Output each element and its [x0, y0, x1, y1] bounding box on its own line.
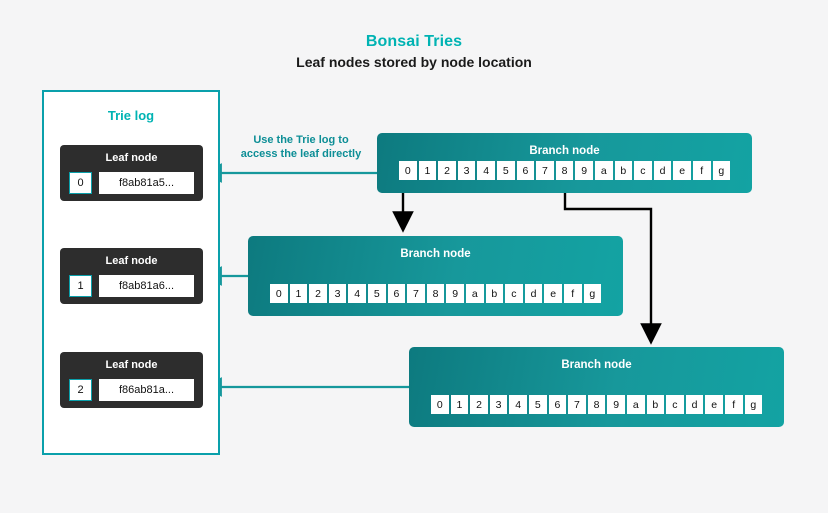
branch-cell-4[interactable]: 4	[477, 161, 495, 180]
branch-cell-g[interactable]: g	[712, 161, 731, 180]
leaf-node-row: 0 f8ab81a5...	[69, 172, 194, 194]
leaf-hash-box: f86ab81a...	[99, 379, 194, 401]
branch-cell-6[interactable]: 6	[387, 284, 406, 303]
branch-node-title: Branch node	[529, 145, 600, 157]
branch-cell-2[interactable]: 2	[309, 284, 327, 303]
branch-cell-0[interactable]: 0	[399, 161, 417, 180]
branch-cell-f[interactable]: f	[724, 395, 743, 414]
annotation-line-2: access the leaf directly	[240, 148, 362, 160]
leaf-node-row: 2 f86ab81a...	[69, 379, 194, 401]
branch-cell-a[interactable]: a	[594, 161, 613, 180]
branch-cell-2[interactable]: 2	[470, 395, 488, 414]
branch-cell-5[interactable]: 5	[528, 395, 547, 414]
branch-cell-a[interactable]: a	[626, 395, 645, 414]
branch-cell-c[interactable]: c	[634, 161, 652, 180]
branch-cell-5[interactable]: 5	[496, 161, 515, 180]
branch-node-title: Branch node	[400, 248, 471, 260]
leaf-node-row: 1 f8ab81a6...	[69, 275, 194, 297]
branch-cell-9[interactable]: 9	[607, 395, 625, 414]
annotation-line-1: Use the Trie log to	[253, 134, 349, 146]
branch-cell-e[interactable]: e	[673, 161, 691, 180]
branch-cell-8[interactable]: 8	[587, 395, 606, 414]
leaf-node-2[interactable]: Leaf node 2 f86ab81a...	[60, 352, 203, 408]
branch-cell-a[interactable]: a	[465, 284, 484, 303]
branch-cell-d[interactable]: d	[524, 284, 543, 303]
branch-cell-d[interactable]: d	[653, 161, 672, 180]
branch-cell-0[interactable]: 0	[270, 284, 288, 303]
branch-cell-6[interactable]: 6	[516, 161, 535, 180]
leaf-node-title: Leaf node	[105, 359, 158, 371]
branch-cell-3[interactable]: 3	[457, 161, 476, 180]
leaf-hash-box: f8ab81a6...	[99, 275, 194, 297]
branch-cell-7[interactable]: 7	[536, 161, 554, 180]
branch-cell-3[interactable]: 3	[328, 284, 347, 303]
branch-cell-8[interactable]: 8	[426, 284, 445, 303]
branch-cell-c[interactable]: c	[505, 284, 523, 303]
trie-log-annotation: Use the Trie log to access the leaf dire…	[225, 133, 377, 161]
branch-cell-d[interactable]: d	[685, 395, 704, 414]
branch-cell-4[interactable]: 4	[509, 395, 527, 414]
branch-cell-7[interactable]: 7	[568, 395, 586, 414]
branch-cell-e[interactable]: e	[705, 395, 723, 414]
branch-cell-e[interactable]: e	[544, 284, 562, 303]
branch-cell-f[interactable]: f	[692, 161, 711, 180]
branch-cell-2[interactable]: 2	[438, 161, 456, 180]
branch-cell-8[interactable]: 8	[555, 161, 574, 180]
branch-cell-7[interactable]: 7	[407, 284, 425, 303]
branch-cell-1[interactable]: 1	[289, 284, 308, 303]
leaf-index-box: 1	[69, 275, 92, 297]
leaf-node-title: Leaf node	[105, 152, 158, 164]
branch-cell-9[interactable]: 9	[446, 284, 464, 303]
branch-cell-9[interactable]: 9	[575, 161, 593, 180]
branch-cell-f[interactable]: f	[563, 284, 582, 303]
leaf-node-1[interactable]: Leaf node 1 f8ab81a6...	[60, 248, 203, 304]
branch-cell-g[interactable]: g	[744, 395, 763, 414]
branch-cell-0[interactable]: 0	[431, 395, 449, 414]
branch-cell-1[interactable]: 1	[450, 395, 469, 414]
branch-cell-1[interactable]: 1	[418, 161, 437, 180]
leaf-index-box: 0	[69, 172, 92, 194]
branch-cell-g[interactable]: g	[583, 284, 602, 303]
branch-node-title: Branch node	[561, 359, 632, 371]
page-subtitle: Leaf nodes stored by node location	[296, 54, 532, 70]
trie-log-title: Trie log	[107, 108, 155, 123]
leaf-node-0[interactable]: Leaf node 0 f8ab81a5...	[60, 145, 203, 201]
branch-cell-6[interactable]: 6	[548, 395, 567, 414]
page-title: Bonsai Tries	[365, 33, 463, 50]
branch-cell-b[interactable]: b	[614, 161, 633, 180]
branch-cell-c[interactable]: c	[666, 395, 684, 414]
branch-cell-4[interactable]: 4	[348, 284, 366, 303]
branch-cell-b[interactable]: b	[485, 284, 504, 303]
branch-cell-b[interactable]: b	[646, 395, 665, 414]
branch-cell-3[interactable]: 3	[489, 395, 508, 414]
leaf-hash-box: f8ab81a5...	[99, 172, 194, 194]
branch-cell-5[interactable]: 5	[367, 284, 386, 303]
leaf-index-box: 2	[69, 379, 92, 401]
leaf-node-title: Leaf node	[105, 255, 158, 267]
